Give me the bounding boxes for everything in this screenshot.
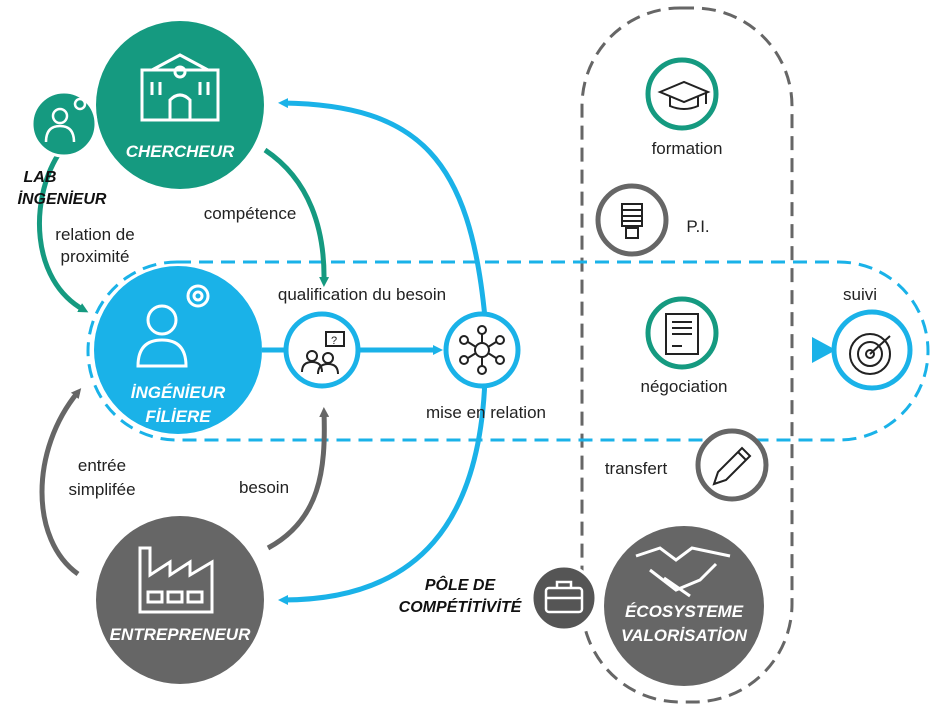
suivi-label: suivi: [843, 285, 877, 304]
mise-en-relation-node: [443, 311, 521, 389]
valorisation-dashed-container: [580, 6, 794, 704]
pole-label-line2: COMPÉTİTİVİTÉ: [399, 597, 523, 616]
lab-label-line2: İNGENİEUR: [18, 190, 107, 208]
graduation-cap-icon: [657, 80, 711, 110]
lab-label-line1: LAB: [24, 169, 57, 186]
handshake-icon: [635, 546, 731, 598]
ecosysteme-label-line2: VALORİSATİON: [621, 626, 748, 645]
arrow-lab-relation: [36, 153, 89, 313]
factory-icon: [138, 546, 214, 614]
people-question-icon: ?: [301, 331, 345, 375]
chercheur-label: CHERCHEUR: [126, 142, 235, 161]
ecosysteme-node: ÉCOSYSTEME VALORİSATİON: [604, 526, 764, 686]
negociation-label: négociation: [641, 377, 728, 396]
qualification-label: qualification du besoin: [278, 285, 446, 304]
contract-icon: [665, 313, 699, 355]
arrow-chercheur-competence: [263, 147, 330, 287]
entree-label-line2: simplifée: [68, 480, 135, 499]
arrow-entrepreneur-entree: [39, 388, 82, 577]
university-building-icon: [140, 53, 220, 122]
person-gear-icon: [136, 284, 210, 368]
formation-label: formation: [652, 139, 723, 158]
target-icon: [849, 333, 891, 375]
suivi-node: [831, 309, 913, 391]
entree-label-line1: entrée: [78, 456, 126, 475]
person-lightbulb-icon: [44, 97, 87, 143]
ingenieur-label-line2: FİLİERE: [145, 407, 211, 426]
ecosysteme-label-line1: ÉCOSYSTEME: [625, 602, 744, 621]
transfert-label: transfert: [605, 459, 668, 478]
arrow-entrepreneur-besoin: [266, 407, 330, 551]
transfert-node: [695, 428, 769, 502]
besoin-label: besoin: [239, 478, 289, 497]
formation-node: [645, 57, 719, 131]
arrow-mise-to-entrepreneur: [278, 377, 488, 605]
pen-icon: [712, 446, 752, 486]
lightbulb-icon: [621, 203, 643, 239]
ingenieur-label-line1: İNGÉNİEUR: [131, 383, 226, 402]
pole-node: [530, 564, 598, 632]
pi-label: P.I.: [686, 217, 709, 236]
svg-text:?: ?: [331, 335, 337, 347]
entrepreneur-node: ENTREPRENEUR: [96, 516, 264, 684]
mise-en-relation-label: mise en relation: [426, 403, 546, 422]
relation-label-line1: relation de: [55, 225, 134, 244]
arrow-head-suivi: [812, 337, 836, 363]
qualification-node: ?: [283, 311, 361, 389]
briefcase-icon: [544, 580, 584, 614]
negociation-node: [645, 296, 719, 370]
network-hub-icon: [459, 325, 505, 375]
arrow-mise-to-chercheur: [278, 98, 488, 319]
entrepreneur-label: ENTREPRENEUR: [110, 625, 251, 644]
chercheur-node: CHERCHEUR: [96, 21, 264, 189]
lab-node: [30, 90, 98, 158]
pi-node: [595, 183, 669, 257]
ingenieur-node: İNGÉNİEUR FİLİERE: [94, 266, 262, 434]
relation-label-line2: proximité: [61, 247, 130, 266]
filiere-dashed-container: [86, 260, 930, 442]
pole-label-line1: PÔLE DE: [425, 575, 497, 594]
competence-label: compétence: [204, 204, 297, 223]
